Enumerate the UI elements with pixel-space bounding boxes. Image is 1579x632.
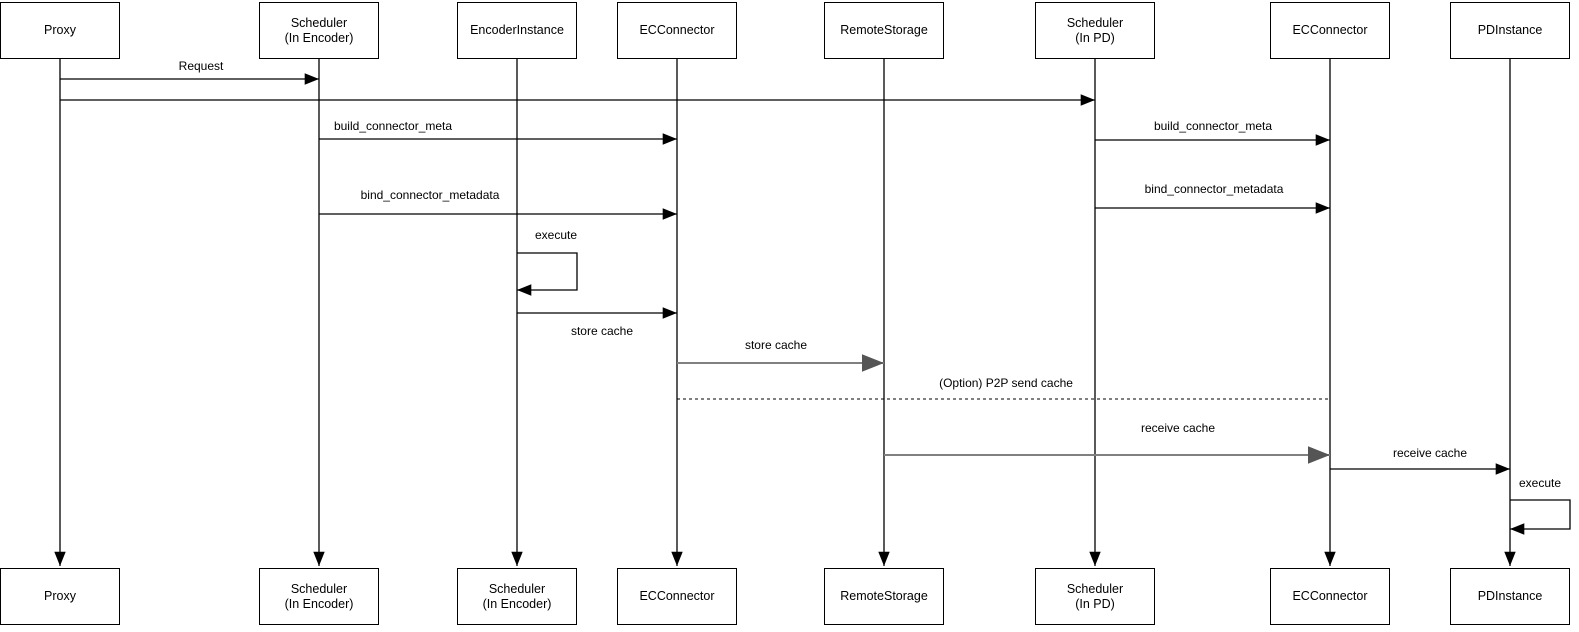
participant-top-encoder-instance: EncoderInstance <box>457 2 577 59</box>
participant-bottom-scheduler-pd: Scheduler (In PD) <box>1035 568 1155 625</box>
participant-label: ECConnector <box>1292 23 1368 37</box>
participant-label: RemoteStorage <box>840 23 928 37</box>
message-label-receive-cache-remote-to-ec: receive cache <box>1140 421 1216 435</box>
message-label-build-connector-meta-encoder: build_connector_meta <box>333 119 453 133</box>
participant-label-line1: Scheduler <box>290 581 348 596</box>
participant-label-line2: (In Encoder) <box>482 596 552 611</box>
participant-bottom-pd-instance: PDInstance <box>1450 568 1570 625</box>
arrow-execute-pd-self-loop <box>1510 499 1571 535</box>
message-label-build-connector-meta-pd: build_connector_meta <box>1153 119 1273 133</box>
participant-label-line1: Scheduler <box>1066 15 1124 30</box>
participant-bottom-encoder-instance: Scheduler (In Encoder) <box>457 568 577 625</box>
participant-label: ECConnector <box>639 589 715 603</box>
message-label-request: Request <box>178 59 224 73</box>
message-label-execute-pd: execute <box>1518 476 1562 490</box>
participant-label: Proxy <box>44 23 76 37</box>
participant-label-line1: Scheduler <box>290 15 348 30</box>
message-label-bind-connector-metadata-encoder: bind_connector_metadata <box>360 188 500 202</box>
participant-top-proxy: Proxy <box>0 2 120 59</box>
message-label-store-cache-encoder-to-ec: store cache <box>570 324 634 338</box>
message-label-store-cache-ec-to-remote: store cache <box>744 338 808 352</box>
participant-label-line1: Scheduler <box>1066 581 1124 596</box>
message-label-bind-connector-metadata-pd: bind_connector_metadata <box>1144 182 1284 196</box>
participant-top-scheduler-pd: Scheduler (In PD) <box>1035 2 1155 59</box>
participant-label-line2: (In PD) <box>1075 30 1115 45</box>
participant-label: ECConnector <box>639 23 715 37</box>
participant-bottom-scheduler-encoder: Scheduler (In Encoder) <box>259 568 379 625</box>
participant-label: PDInstance <box>1477 23 1543 37</box>
participant-bottom-remote-storage: RemoteStorage <box>824 568 944 625</box>
participant-top-pd-instance: PDInstance <box>1450 2 1570 59</box>
message-label-execute-encoder: execute <box>534 228 578 242</box>
participant-label: Proxy <box>44 589 76 603</box>
participant-bottom-ec-connector-pd: ECConnector <box>1270 568 1390 625</box>
participant-label-line1: Scheduler <box>488 581 546 596</box>
participant-top-ec-connector-pd: ECConnector <box>1270 2 1390 59</box>
participant-top-scheduler-encoder: Scheduler (In Encoder) <box>259 2 379 59</box>
participant-top-ec-connector-encoder: ECConnector <box>617 2 737 59</box>
participant-label: RemoteStorage <box>840 589 928 603</box>
participant-bottom-ec-connector-encoder: ECConnector <box>617 568 737 625</box>
participant-label: PDInstance <box>1477 589 1543 603</box>
participant-label: EncoderInstance <box>470 23 564 37</box>
participant-bottom-proxy: Proxy <box>0 568 120 625</box>
participant-label-line2: (In PD) <box>1075 596 1115 611</box>
arrow-execute-encoder-self-loop <box>517 252 578 296</box>
participant-top-remote-storage: RemoteStorage <box>824 2 944 59</box>
message-label-p2p-send-cache: (Option) P2P send cache <box>939 376 1073 390</box>
participant-label-line2: (In Encoder) <box>284 596 354 611</box>
participant-label-line2: (In Encoder) <box>284 30 354 45</box>
message-label-receive-cache-ec-to-pd: receive cache <box>1392 446 1468 460</box>
participant-label: ECConnector <box>1292 589 1368 603</box>
